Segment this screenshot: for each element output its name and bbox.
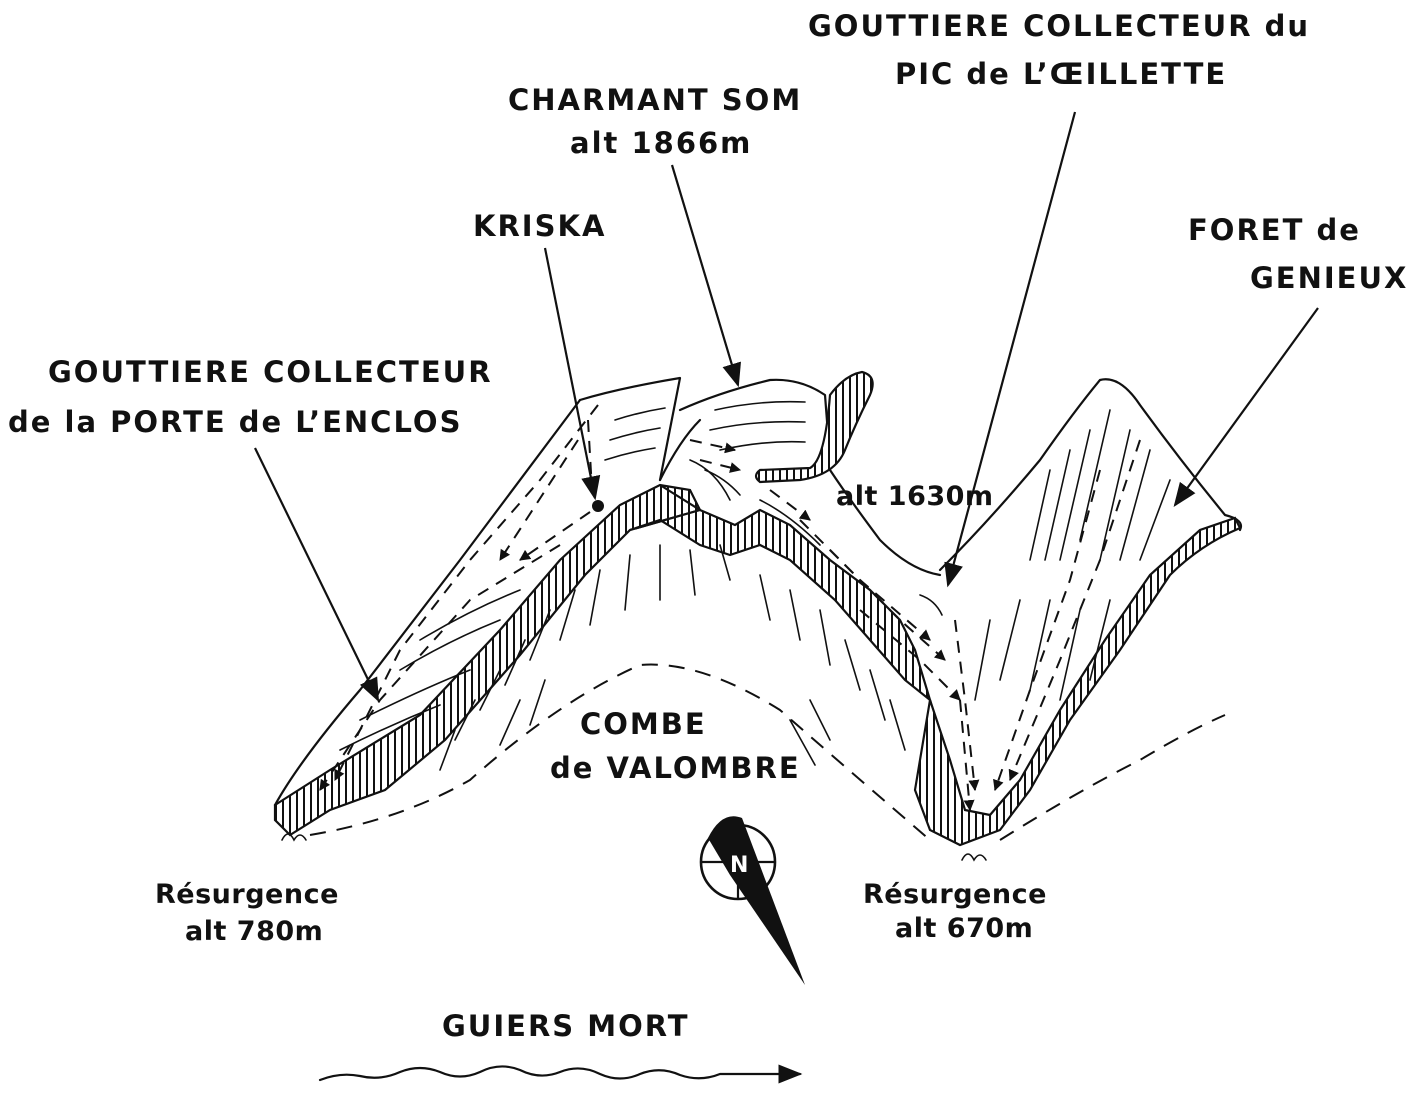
label-charmant-som-alt: alt 1866m — [570, 126, 752, 160]
label-genieux: GENIEUX — [1250, 261, 1408, 295]
label-resurgence-left-alt: alt 780m — [185, 916, 323, 947]
pointer-charmant-som — [672, 165, 738, 385]
label-river: GUIERS MORT — [442, 1009, 690, 1043]
label-foret: FORET de — [1188, 213, 1361, 247]
pointer-foret — [1175, 308, 1318, 505]
label-gouttiere-enclos-2: de la PORTE de L’ENCLOS — [8, 405, 462, 439]
pointer-kriska — [545, 248, 595, 498]
label-gouttiere-enclos-1: GOUTTIERE COLLECTEUR — [48, 355, 493, 389]
compass-letter: N — [730, 853, 748, 878]
label-resurgence-left: Résurgence — [155, 879, 339, 910]
label-resurgence-right: Résurgence — [863, 879, 1047, 910]
pointer-enclos — [255, 448, 378, 700]
central-ridge — [630, 372, 960, 700]
left-resurgence-spring — [282, 834, 306, 840]
kriska-sinkhole — [592, 500, 604, 512]
label-gouttiere-oeillette-2: PIC de L’ŒILLETTE — [895, 57, 1227, 91]
river-guiers-mort — [320, 1066, 800, 1080]
right-resurgence-spring — [962, 854, 986, 860]
label-kriska: KRISKA — [473, 209, 606, 243]
label-charmant-som: CHARMANT SOM — [508, 83, 802, 117]
label-resurgence-right-alt: alt 670m — [895, 913, 1033, 944]
central-strata-band — [630, 485, 930, 700]
label-gouttiere-oeillette-1: GOUTTIERE COLLECTEUR du — [808, 9, 1310, 43]
right-ridge — [915, 379, 1241, 860]
label-combe: COMBE — [580, 707, 707, 741]
north-compass: N — [701, 816, 805, 985]
river-wavy-line — [320, 1066, 800, 1080]
label-col-alt: alt 1630m — [836, 481, 994, 512]
right-strata-band — [915, 518, 1240, 845]
label-valombre: de VALOMBRE — [550, 751, 801, 785]
